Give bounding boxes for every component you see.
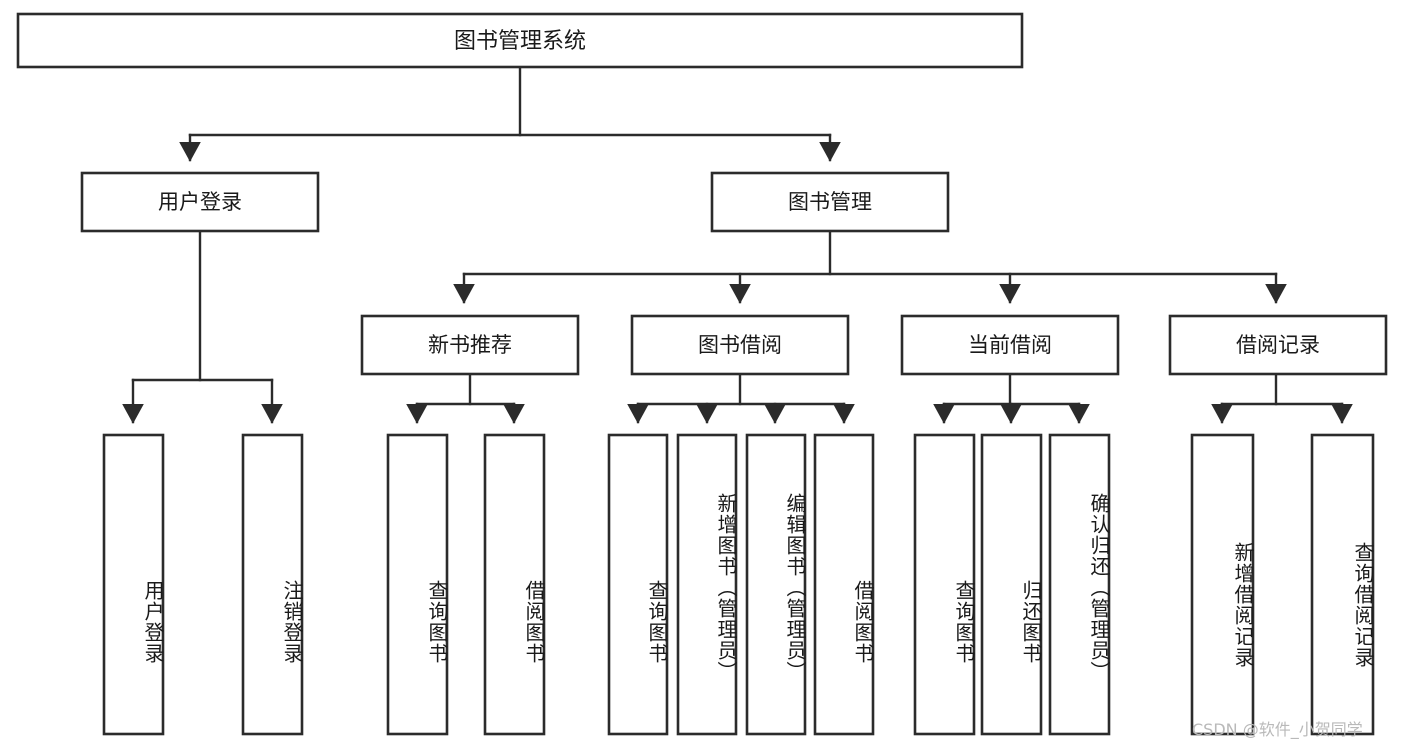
node-borrow-record[interactable]: 借阅记录 [1168, 314, 1388, 376]
leaf-box-borrow-book-1[interactable] [483, 433, 546, 736]
node-borrow-record-label: 借阅记录 [1236, 333, 1320, 357]
csdn-watermark: CSDN @软件_小贺同学 [1192, 720, 1363, 739]
node-user-login-label: 用户登录 [158, 190, 242, 214]
node-current-borrow-label: 当前借阅 [968, 333, 1052, 357]
node-root[interactable]: 图书管理系统 [16, 12, 1024, 69]
node-new-book-rec-label: 新书推荐 [428, 333, 512, 357]
leaf-box-query-book-2[interactable] [607, 433, 669, 736]
leaf-box-confirm-return[interactable] [1048, 433, 1111, 736]
connector-newbook-to-leaves [406, 372, 525, 424]
node-book-borrow[interactable]: 图书借阅 [630, 314, 850, 376]
leaf-box-user-login[interactable] [102, 433, 165, 736]
leaf-box-add-record[interactable] [1190, 433, 1255, 736]
connector-currentborrow-to-leaves [933, 372, 1090, 424]
connector-bookborrow-to-leaves [627, 372, 855, 424]
node-root-label: 图书管理系统 [454, 29, 586, 54]
leaf-box-borrow-book-2[interactable] [813, 433, 875, 736]
leaf-boxes [102, 433, 1375, 736]
node-book-manage[interactable]: 图书管理 [710, 171, 950, 233]
node-new-book-rec[interactable]: 新书推荐 [360, 314, 580, 376]
connector-userlogin-to-leaves [122, 229, 283, 424]
leaf-box-query-book-3[interactable] [913, 433, 976, 736]
leaf-box-query-book-1[interactable] [386, 433, 449, 736]
node-book-manage-label: 图书管理 [788, 190, 872, 214]
node-user-login[interactable]: 用户登录 [80, 171, 320, 233]
leaf-box-logout[interactable] [241, 433, 304, 736]
leaf-box-return-book[interactable] [980, 433, 1043, 736]
node-current-borrow[interactable]: 当前借阅 [900, 314, 1120, 376]
leaf-box-add-book[interactable] [676, 433, 738, 736]
leaf-box-query-record[interactable] [1310, 433, 1375, 736]
connector-borrowrecord-to-leaves [1211, 372, 1353, 424]
connector-root-to-level2 [179, 65, 841, 162]
connector-bookmanage-to-level3 [453, 229, 1287, 304]
leaf-box-edit-book[interactable] [745, 433, 807, 736]
node-book-borrow-label: 图书借阅 [698, 333, 782, 357]
